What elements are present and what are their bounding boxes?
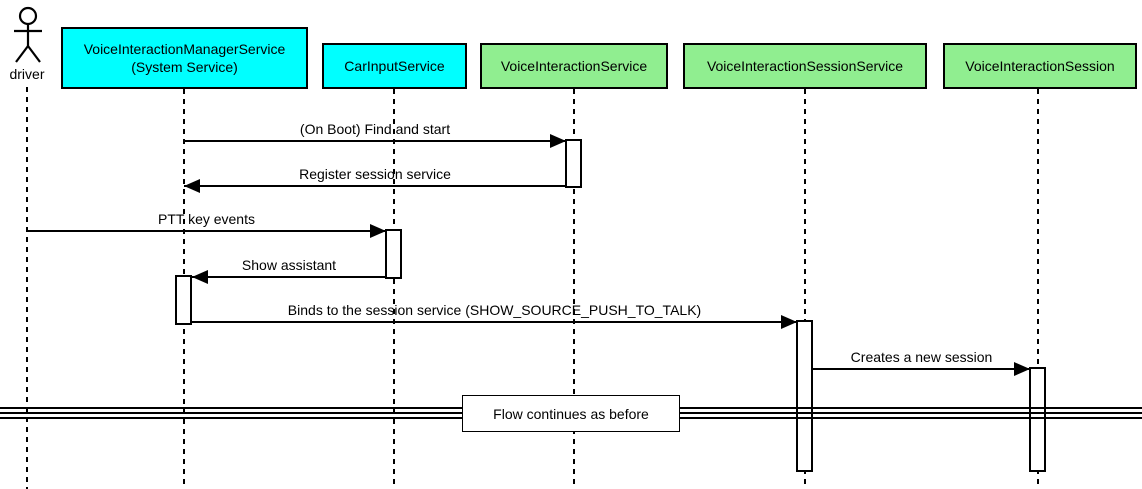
message-label-show-assistant: Show assistant bbox=[241, 257, 337, 273]
message-line-binds-to-session-service bbox=[192, 321, 797, 323]
participant-voice-interaction-session: VoiceInteractionSession bbox=[943, 43, 1137, 89]
activation-voice-interaction-session-service bbox=[796, 320, 813, 472]
participant-label: VoiceInteractionSession bbox=[965, 58, 1115, 74]
message-line-find-and-start bbox=[184, 140, 566, 142]
arrowhead-right-icon bbox=[550, 134, 566, 148]
participant-label-line2: (System Service) bbox=[131, 59, 238, 75]
activation-voice-interaction-service bbox=[565, 139, 582, 188]
arrowhead-right-icon bbox=[781, 315, 797, 329]
message-line-register-session-service bbox=[184, 185, 566, 187]
participant-voice-interaction-manager-service: VoiceInteractionManagerService (System S… bbox=[61, 27, 308, 89]
arrowhead-left-icon bbox=[184, 179, 200, 193]
activation-voice-interaction-session bbox=[1029, 367, 1046, 472]
arrowhead-left-icon bbox=[192, 270, 208, 284]
message-label-find-and-start: (On Boot) Find and start bbox=[299, 121, 451, 137]
person-stick-figure-icon bbox=[14, 6, 42, 63]
divider-flow-continues: Flow continues as before bbox=[462, 395, 680, 432]
lifeline-car-input-service bbox=[393, 89, 395, 489]
participant-car-input-service: CarInputService bbox=[322, 43, 467, 89]
divider-label: Flow continues as before bbox=[493, 405, 649, 422]
message-label-register-session-service: Register session service bbox=[299, 166, 451, 182]
activation-car-input-service bbox=[385, 229, 402, 279]
message-label-binds-to-session-service: Binds to the session service (SHOW_SOURC… bbox=[287, 302, 702, 318]
lifeline-driver bbox=[26, 87, 28, 489]
message-line-show-assistant bbox=[192, 276, 386, 278]
actor-label: driver bbox=[9, 66, 45, 82]
participant-voice-interaction-session-service: VoiceInteractionSessionService bbox=[683, 43, 927, 89]
lifeline-voice-interaction-service bbox=[573, 89, 575, 489]
arrowhead-right-icon bbox=[370, 224, 386, 238]
participant-label-line1: VoiceInteractionManagerService bbox=[83, 41, 286, 57]
arrowhead-right-icon bbox=[1014, 362, 1030, 376]
participant-label: CarInputService bbox=[344, 58, 445, 74]
lifeline-voice-interaction-session-service bbox=[804, 89, 806, 489]
message-label-creates-new-session: Creates a new session bbox=[850, 349, 993, 365]
activation-voice-interaction-manager-service bbox=[175, 275, 192, 325]
participant-voice-interaction-service: VoiceInteractionService bbox=[480, 43, 668, 89]
actor-driver: driver bbox=[3, 4, 51, 82]
message-label-ptt-key-events: PTT key events bbox=[157, 211, 255, 227]
message-line-creates-new-session bbox=[813, 368, 1030, 370]
message-line-ptt-key-events bbox=[27, 230, 386, 232]
participant-label: VoiceInteractionSessionService bbox=[706, 58, 904, 74]
participant-label: VoiceInteractionService bbox=[500, 58, 648, 74]
lifeline-voice-interaction-session bbox=[1037, 89, 1039, 489]
